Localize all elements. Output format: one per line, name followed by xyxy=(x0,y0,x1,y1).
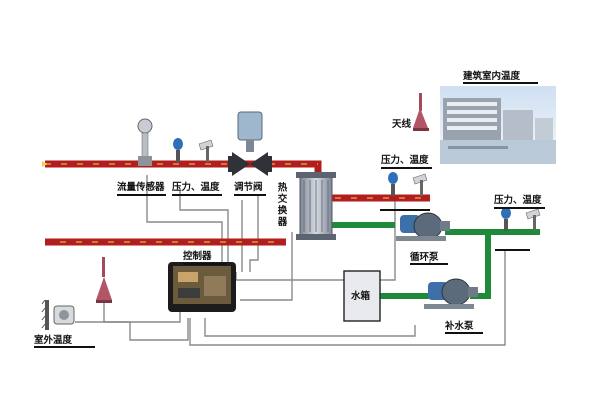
pressure-gauge-icon xyxy=(501,207,511,231)
label-antenna: 天线 xyxy=(392,118,412,130)
water-tank xyxy=(343,270,381,322)
label-controller: 控制器 xyxy=(183,250,212,262)
diagram-labels: 建筑室内温度 天线 流量传感器 压力、温度 调节阀 压力、温度 压力、温度 循环… xyxy=(34,70,542,346)
thermometer-icon xyxy=(198,139,214,162)
building-photo xyxy=(440,86,556,164)
label-water-tank: 水箱 xyxy=(351,290,371,302)
antenna-icon xyxy=(96,257,112,303)
heat-exchanger xyxy=(296,172,336,240)
flow-sensor-icon xyxy=(137,118,153,166)
label-heat-exchanger: 热交换器 xyxy=(276,181,289,228)
label-pressure-temp-2: 压力、温度 xyxy=(381,154,429,166)
pump-icon xyxy=(424,278,478,309)
supply-pipes xyxy=(42,160,430,246)
thermometer-icon xyxy=(525,208,541,231)
thermometer-icon xyxy=(412,173,428,196)
pressure-gauge-icon xyxy=(388,172,398,196)
label-underlines xyxy=(34,82,545,348)
label-flow-sensor: 流量传感器 xyxy=(117,181,165,193)
signal-wires xyxy=(75,175,506,346)
outdoor-sensor-icon xyxy=(41,299,75,330)
label-control-valve: 调节阀 xyxy=(234,181,263,193)
label-pressure-temp-1: 压力、温度 xyxy=(172,181,220,193)
label-circulation-pump: 循环泵 xyxy=(410,251,439,263)
label-pressure-temp-3: 压力、温度 xyxy=(494,194,542,206)
control-valve-icon xyxy=(228,111,272,176)
controller-screen-icon xyxy=(168,262,236,312)
return-pipes xyxy=(330,222,540,299)
pump-icon xyxy=(396,212,450,241)
label-makeup-pump: 补水泵 xyxy=(444,320,474,332)
antenna-icon xyxy=(413,93,429,131)
pressure-gauge-icon xyxy=(173,138,183,162)
label-outdoor-temp: 室外温度 xyxy=(34,334,73,346)
label-building-temp: 建筑室内温度 xyxy=(462,70,521,82)
